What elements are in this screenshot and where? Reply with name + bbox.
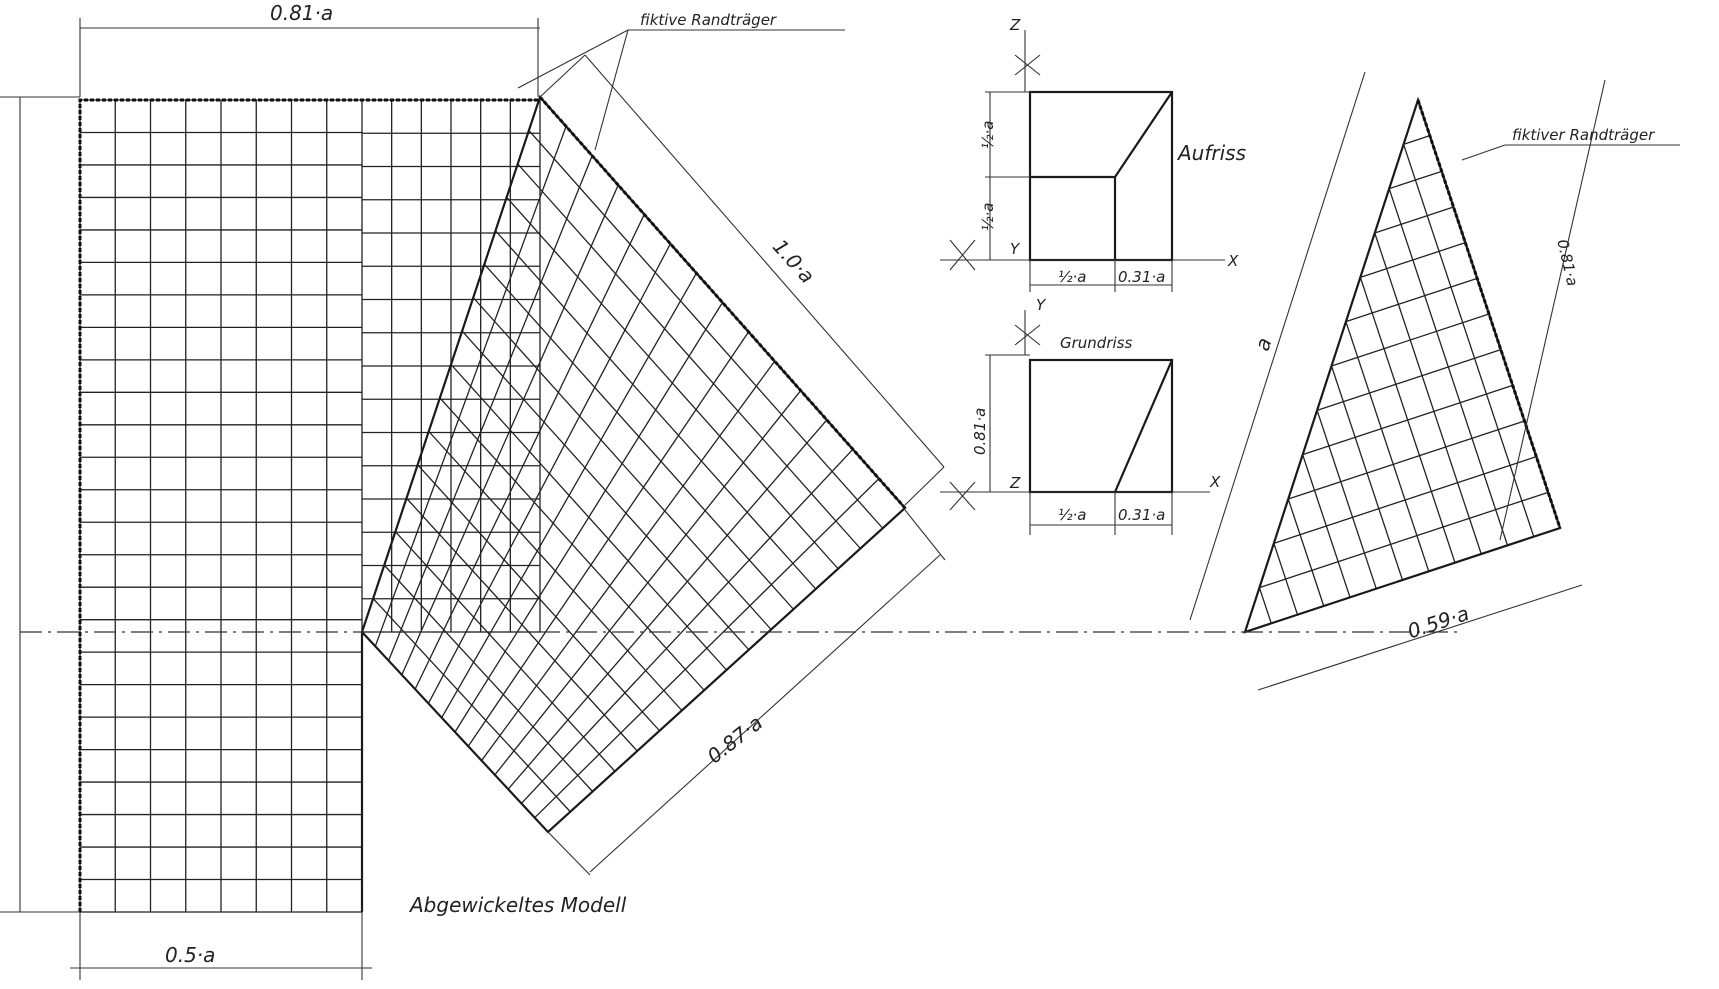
grid-line (1402, 144, 1535, 537)
axis-x-plan: X (1209, 473, 1221, 491)
tri-bottom-label: 0.59·a (1404, 601, 1471, 643)
grid-line (1273, 456, 1537, 544)
bottom-width-label: 0.5·a (165, 943, 215, 967)
grid-line (483, 263, 794, 610)
grid-line (528, 130, 884, 529)
diag-short-label: 0.87·a (703, 710, 768, 768)
axis-z-elevation: Z (1009, 16, 1021, 34)
grid-line (1259, 491, 1549, 589)
fictive-edge-beam-triangle (1416, 99, 1562, 529)
grid-line (372, 598, 571, 813)
grid-line (1345, 321, 1430, 572)
top-width-label: 0.81·a (270, 1, 333, 25)
grid-line (1345, 277, 1478, 323)
grid-line (1374, 232, 1482, 555)
rect-grid (78, 98, 541, 913)
triangle-outline (1243, 96, 1562, 634)
dimension-lines (0, 18, 1680, 980)
axis-y-plan: Y (1036, 296, 1047, 314)
grid-line (394, 531, 616, 772)
elevation-view (940, 30, 1225, 292)
fictive-edge-beam (538, 96, 907, 509)
grid-line (495, 230, 817, 590)
elevation-label: Aufriss (1176, 141, 1246, 165)
grid-line (1287, 498, 1325, 607)
grid-line (383, 564, 594, 792)
grid-line (1374, 206, 1454, 234)
rotated-outline (360, 94, 907, 834)
plan-w2-label: 0.31·a (1118, 506, 1165, 524)
grid-line (1403, 135, 1431, 145)
grid-line (506, 196, 839, 570)
grid-line (461, 330, 750, 651)
grid-line (1288, 420, 1525, 500)
unfolded-model-label: Abgewickeltes Modell (408, 893, 627, 917)
grid-line (1258, 587, 1272, 624)
grid-line (472, 297, 772, 630)
tri-left-label: a (1250, 335, 1277, 354)
plan-label: Grundriss (1060, 334, 1132, 352)
grid-line (517, 163, 861, 549)
grid-line (1388, 188, 1509, 546)
grid-line (1359, 277, 1456, 563)
rect-outline (78, 98, 540, 912)
grid-line (1316, 410, 1377, 589)
grid-line (417, 464, 661, 732)
grid-line (450, 364, 727, 671)
plan-view (940, 310, 1210, 535)
grid-line (439, 397, 705, 691)
triangle-grid (1243, 96, 1562, 634)
plan-h-label: 0.81·a (971, 408, 989, 455)
axis-x-elevation: X (1227, 252, 1239, 270)
elev-w2-label: 0.31·a (1118, 268, 1165, 286)
elev-h2-label: ½·a (979, 203, 997, 232)
axis-z-plan: Z (1009, 474, 1021, 492)
diag-long-label: 1.0·a (768, 234, 820, 288)
elev-h1-label: ½·a (979, 121, 997, 150)
elev-w1-label: ½·a (1058, 268, 1087, 286)
grid-line (428, 430, 683, 711)
plan-w1-label: ½·a (1058, 506, 1087, 524)
grid-line (406, 497, 638, 752)
rotated-grid (360, 94, 907, 834)
tri-right-label: 0.81·a (1553, 238, 1581, 288)
axis-y-elevation: Y (1010, 240, 1021, 258)
fictive-edge-beam-2-label: fiktiver Randträger (1512, 126, 1655, 144)
fictive-edge-beam-label: fiktive Randträger (640, 11, 777, 29)
grid-line (1316, 349, 1502, 411)
